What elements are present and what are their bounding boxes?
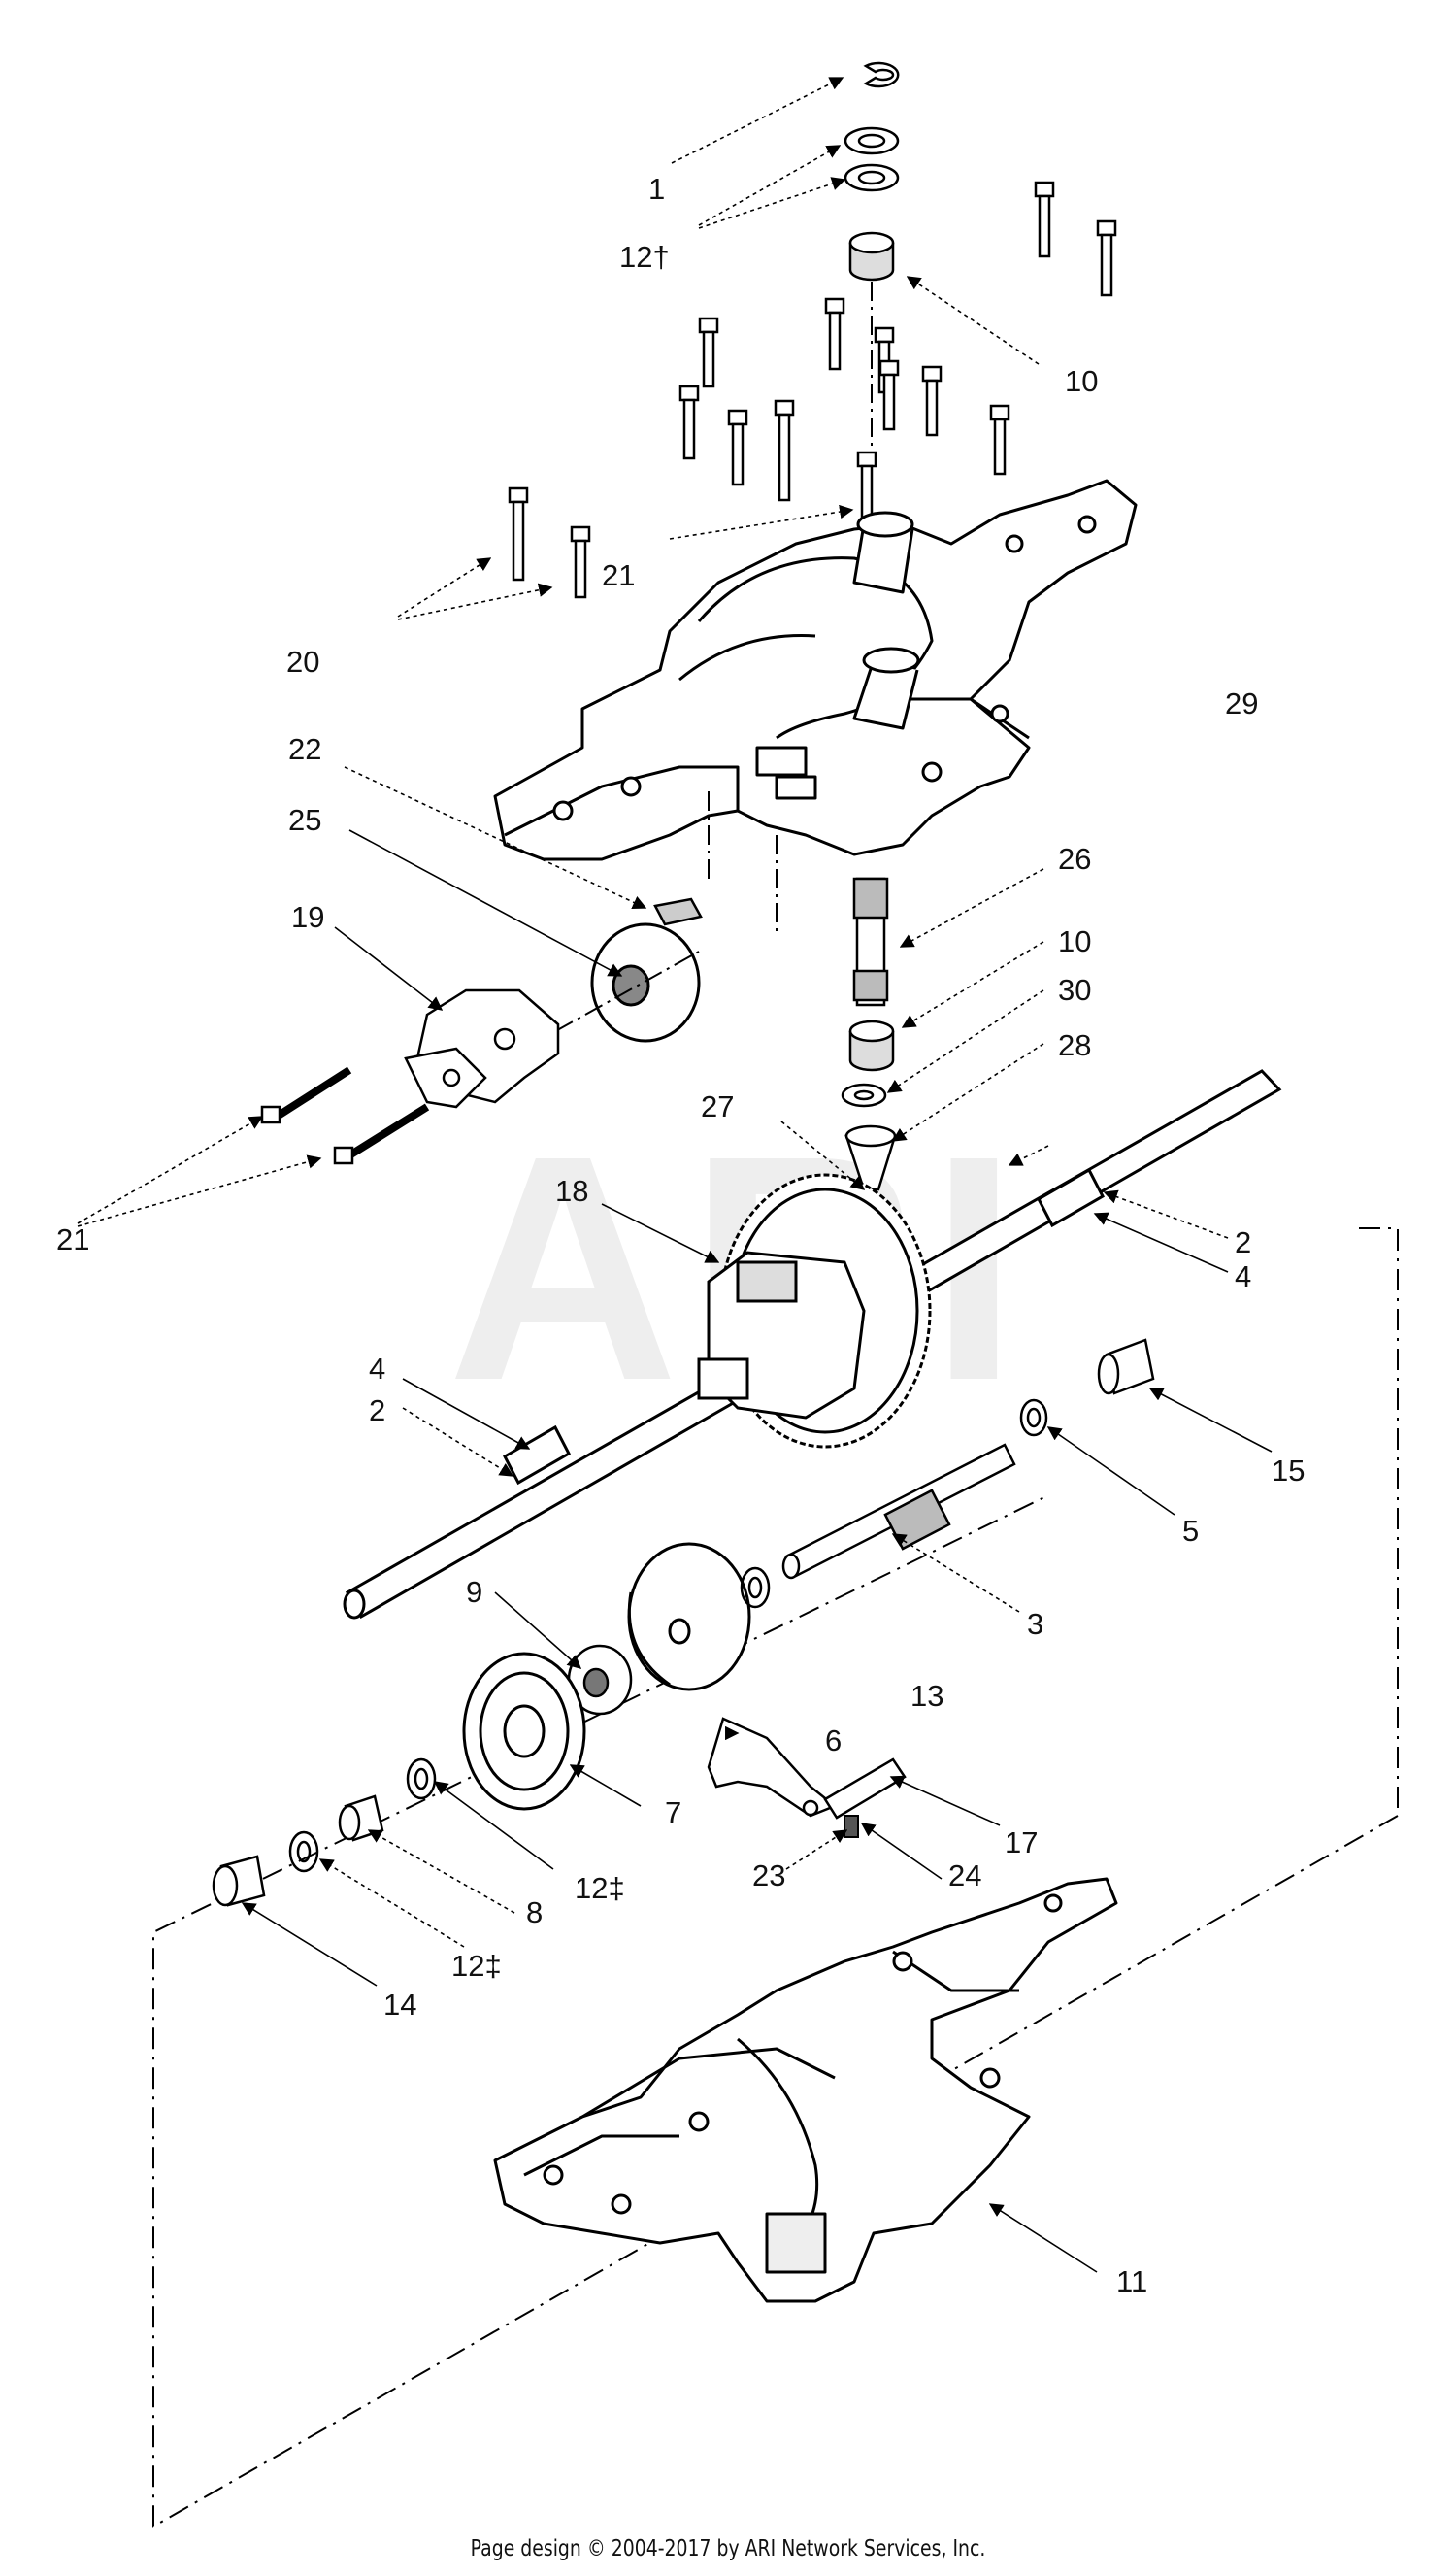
bushing-14-part <box>212 1855 266 1907</box>
key-part <box>653 897 703 926</box>
callout-5: 5 <box>1182 1514 1199 1548</box>
callout-10-mid: 10 <box>1058 924 1091 958</box>
callout-labels: 1 12† 10 21 20 29 22 25 19 26 10 30 28 2… <box>56 172 1305 2298</box>
callout-11: 11 <box>1116 2264 1147 2298</box>
callout-8: 8 <box>526 1895 543 1929</box>
callout-17: 17 <box>1005 1825 1038 1859</box>
bolt <box>824 297 845 371</box>
callout-15: 15 <box>1272 1454 1305 1488</box>
callout-9: 9 <box>466 1575 482 1609</box>
bolts-group <box>508 181 1117 599</box>
washer-5-part <box>1019 1398 1048 1437</box>
callout-4-right: 4 <box>1235 1259 1251 1293</box>
washer-30-part <box>841 1083 887 1108</box>
bolt <box>678 385 700 460</box>
needle-bearing-mid-part <box>848 1020 895 1072</box>
bolt <box>727 409 748 486</box>
washer-13-part <box>740 1566 771 1609</box>
bushing-15-part <box>1097 1338 1155 1395</box>
callout-28: 28 <box>1058 1028 1091 1062</box>
callout-21-top: 21 <box>602 558 635 592</box>
washer-12-low-part <box>288 1830 319 1873</box>
leader-lines <box>77 77 1273 2273</box>
callout-10-top: 10 <box>1065 364 1098 398</box>
callout-3: 3 <box>1027 1607 1043 1641</box>
callout-24: 24 <box>948 1858 981 1892</box>
callout-12-mid: 12‡ <box>575 1871 625 1905</box>
e-clip-part <box>863 61 900 88</box>
callout-27: 27 <box>701 1089 734 1123</box>
washer-top-part <box>844 126 900 192</box>
callout-26: 26 <box>1058 842 1091 876</box>
coupling-9-part <box>567 1644 633 1716</box>
brake-assembly-part <box>404 988 560 1109</box>
bolt <box>1096 219 1117 297</box>
lower-housing-part <box>493 1877 1118 2303</box>
shaft-3-part <box>781 1443 1016 1580</box>
callout-20: 20 <box>286 645 319 679</box>
bolt <box>698 317 719 388</box>
shift-fork-part <box>707 1717 838 1818</box>
bolt <box>989 404 1010 476</box>
differential-gear-part <box>697 1173 932 1449</box>
callout-30: 30 <box>1058 973 1091 1007</box>
bolt <box>774 399 795 502</box>
callout-4-left: 4 <box>369 1352 385 1386</box>
callout-19: 19 <box>291 900 324 934</box>
washer-12-mid-part <box>406 1757 437 1800</box>
pulley-7-part <box>462 1652 586 1811</box>
pin-part <box>844 1815 859 1838</box>
shift-shaft-part <box>823 1757 907 1820</box>
pulley-25-part <box>590 922 701 1043</box>
callout-18: 18 <box>555 1174 588 1208</box>
callout-1: 1 <box>648 172 665 206</box>
callout-14: 14 <box>383 1988 416 2022</box>
copyright-footer: Page design © 2004-2017 by ARI Network S… <box>470 2536 986 2561</box>
gear-13-part <box>627 1542 751 1691</box>
callout-12-low: 12‡ <box>451 1949 502 1983</box>
needle-bearing-top-part <box>848 231 895 282</box>
callout-2-left: 2 <box>369 1393 385 1427</box>
callout-6: 6 <box>825 1723 842 1757</box>
callout-29: 29 <box>1225 686 1258 720</box>
upper-housing-part <box>493 479 1138 861</box>
callout-21-left: 21 <box>56 1222 89 1256</box>
bolt <box>856 451 877 552</box>
bolt <box>1034 181 1055 258</box>
callout-22: 22 <box>288 732 321 766</box>
callout-2-right: 2 <box>1235 1225 1251 1259</box>
callout-12-top: 12† <box>619 240 670 274</box>
callout-7: 7 <box>665 1795 681 1829</box>
bolt <box>570 525 591 599</box>
bolt <box>878 359 900 431</box>
callout-23: 23 <box>752 1858 785 1892</box>
input-shaft-part <box>852 877 889 1007</box>
callout-25: 25 <box>288 803 321 837</box>
bushing-8-part <box>338 1794 384 1842</box>
brake-bolts-part <box>260 1066 430 1165</box>
bolt <box>508 486 529 582</box>
callout-13: 13 <box>910 1679 943 1713</box>
bolt <box>921 365 943 437</box>
